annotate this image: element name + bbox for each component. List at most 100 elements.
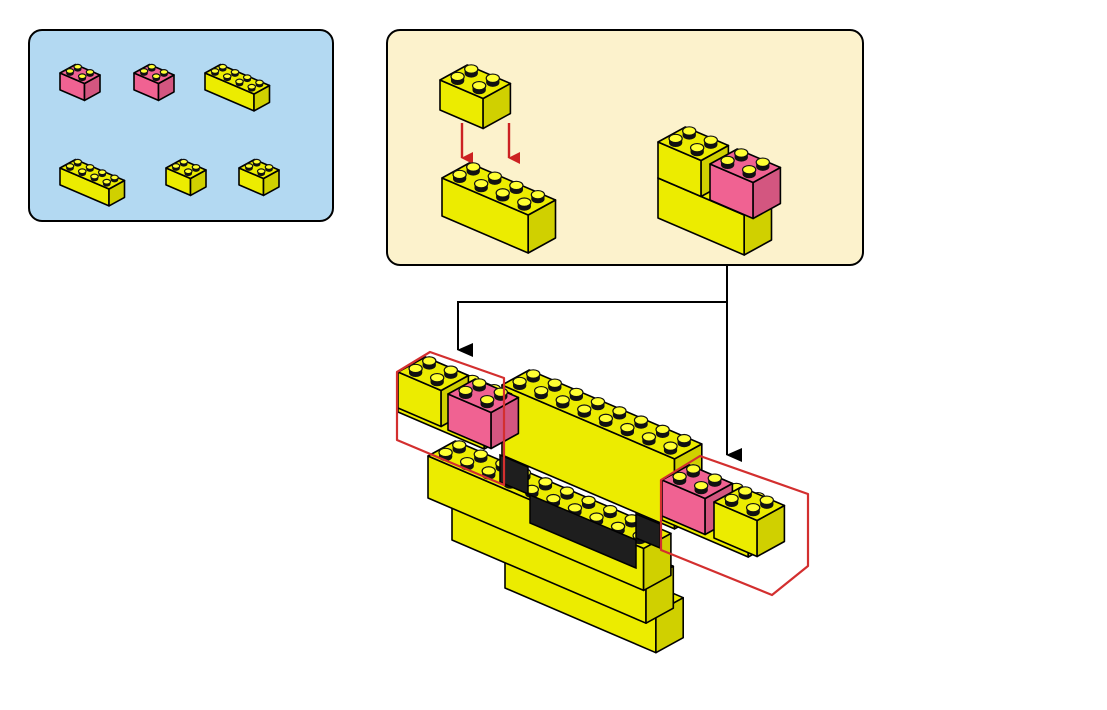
stud xyxy=(66,69,74,76)
stud xyxy=(459,386,472,399)
stud xyxy=(185,169,193,176)
stud xyxy=(192,165,200,172)
stud xyxy=(743,166,756,179)
callout-arrow-icon xyxy=(458,266,727,350)
stud xyxy=(258,169,266,176)
stud xyxy=(548,379,561,392)
stud xyxy=(481,396,494,409)
stud xyxy=(513,377,526,390)
stud xyxy=(224,74,232,81)
stud xyxy=(708,474,721,487)
stud xyxy=(453,170,466,183)
stud xyxy=(172,164,180,171)
stud xyxy=(494,388,507,401)
stud xyxy=(244,75,252,82)
part-yellow-2x4-3 xyxy=(205,64,270,111)
stud xyxy=(180,159,188,166)
assembled-model xyxy=(397,352,808,653)
stud xyxy=(531,191,544,204)
stud xyxy=(539,478,552,491)
stud xyxy=(86,70,94,77)
stud xyxy=(111,175,119,182)
stud xyxy=(535,387,548,400)
part-yellow-2x4-4 xyxy=(60,159,125,206)
stud xyxy=(669,134,682,147)
stud xyxy=(683,127,696,140)
stud xyxy=(236,79,244,86)
stud xyxy=(687,465,700,478)
stud xyxy=(704,136,717,149)
stud xyxy=(760,496,773,509)
stud xyxy=(556,396,569,409)
stud xyxy=(474,450,487,463)
stud xyxy=(642,433,655,446)
stud xyxy=(248,84,256,91)
stud xyxy=(465,65,478,78)
stud xyxy=(103,179,111,186)
stud xyxy=(486,74,499,87)
stud xyxy=(444,366,457,379)
stud xyxy=(695,482,708,495)
stud xyxy=(725,494,738,507)
part-yellow-2x2-6 xyxy=(239,159,279,195)
part-pink-2x2-2 xyxy=(134,64,174,100)
stud xyxy=(691,144,704,157)
stud xyxy=(664,442,677,455)
stud xyxy=(656,425,669,438)
stud xyxy=(621,424,634,437)
stud xyxy=(673,472,686,485)
stud xyxy=(678,435,691,448)
base-brick-2x4 xyxy=(442,163,556,253)
stud xyxy=(599,414,612,427)
stud xyxy=(510,181,523,194)
stud xyxy=(488,172,501,185)
stud xyxy=(431,374,444,387)
stud xyxy=(423,357,436,370)
stud xyxy=(453,441,466,454)
stud xyxy=(140,69,148,76)
stud xyxy=(560,487,573,500)
stud xyxy=(582,496,595,509)
stud xyxy=(153,74,161,81)
stud xyxy=(256,80,264,87)
stud xyxy=(475,180,488,193)
stud xyxy=(231,70,239,77)
stud xyxy=(721,156,734,169)
stud xyxy=(265,165,273,172)
stud xyxy=(518,198,531,211)
stud xyxy=(91,174,99,181)
right-ear-subassembly xyxy=(661,456,808,595)
stud xyxy=(74,159,82,166)
stud xyxy=(756,158,769,171)
stud xyxy=(473,82,486,95)
stud xyxy=(148,64,156,71)
placing-brick-2x2 xyxy=(440,65,510,129)
stud xyxy=(473,379,486,392)
stud xyxy=(604,506,617,519)
stud xyxy=(79,169,87,176)
stud xyxy=(66,164,74,171)
stud xyxy=(496,189,509,202)
stud xyxy=(74,64,82,71)
stud xyxy=(591,398,604,411)
stud xyxy=(747,504,760,517)
stud xyxy=(570,388,583,401)
stud xyxy=(527,370,540,383)
stud xyxy=(211,69,219,76)
stud xyxy=(613,407,626,420)
stud xyxy=(451,72,464,85)
stud xyxy=(739,487,752,500)
stud xyxy=(99,170,107,177)
stud xyxy=(160,70,168,77)
stud xyxy=(578,405,591,418)
sub-assembly-steps xyxy=(440,65,780,255)
stud xyxy=(634,416,647,429)
stud xyxy=(86,165,94,172)
stud xyxy=(735,149,748,162)
stud xyxy=(467,163,480,176)
stud xyxy=(409,364,422,377)
stud xyxy=(79,74,87,81)
part-pink-2x2-1 xyxy=(60,64,100,100)
